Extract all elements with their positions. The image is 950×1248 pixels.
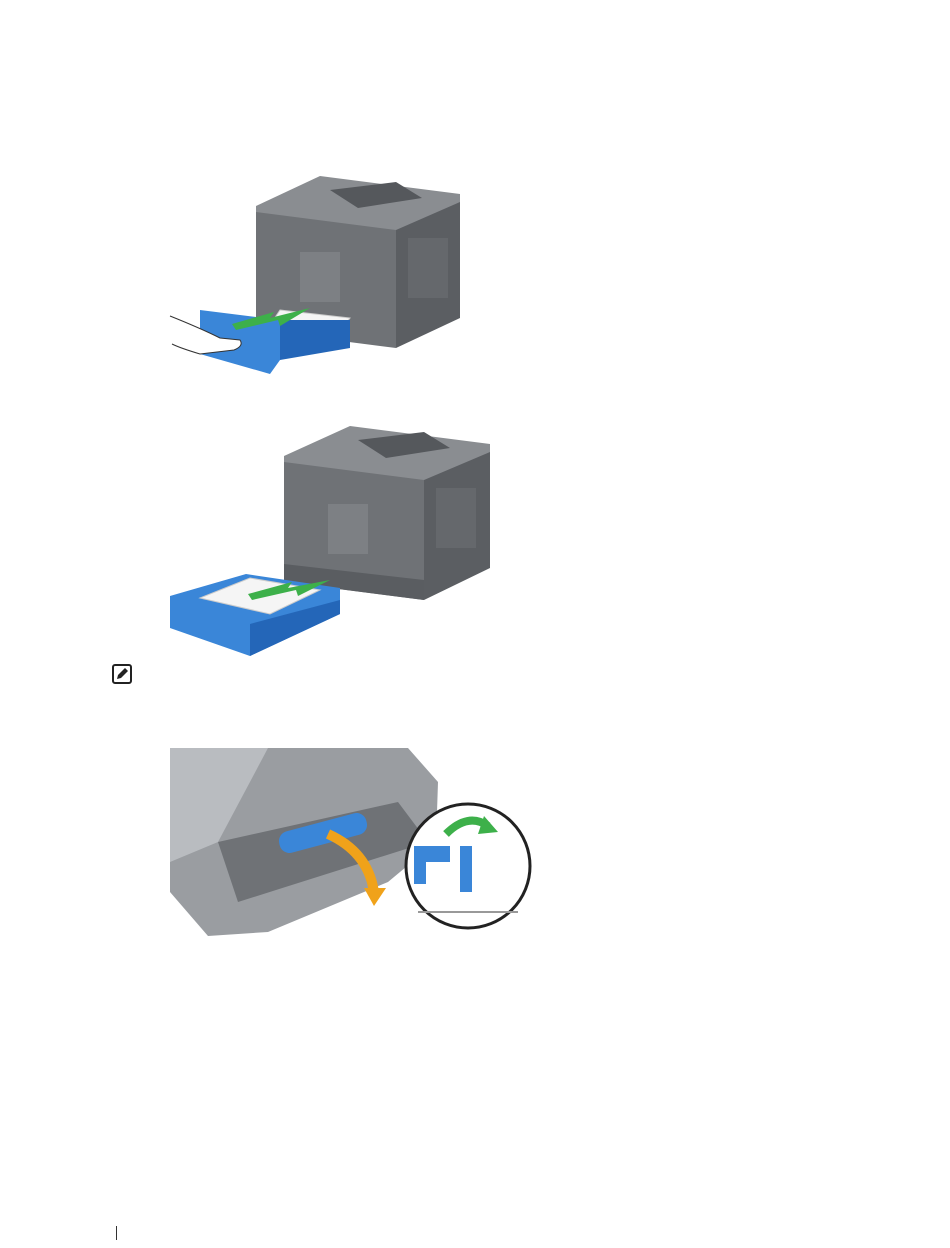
printer-tray-removed-illustration bbox=[160, 418, 500, 658]
note-pencil-icon bbox=[112, 664, 132, 684]
feed-roller-cover-illustration bbox=[168, 742, 538, 942]
printer-tray-partial-pull-illustration bbox=[160, 168, 470, 380]
page-number-divider bbox=[116, 1226, 117, 1240]
